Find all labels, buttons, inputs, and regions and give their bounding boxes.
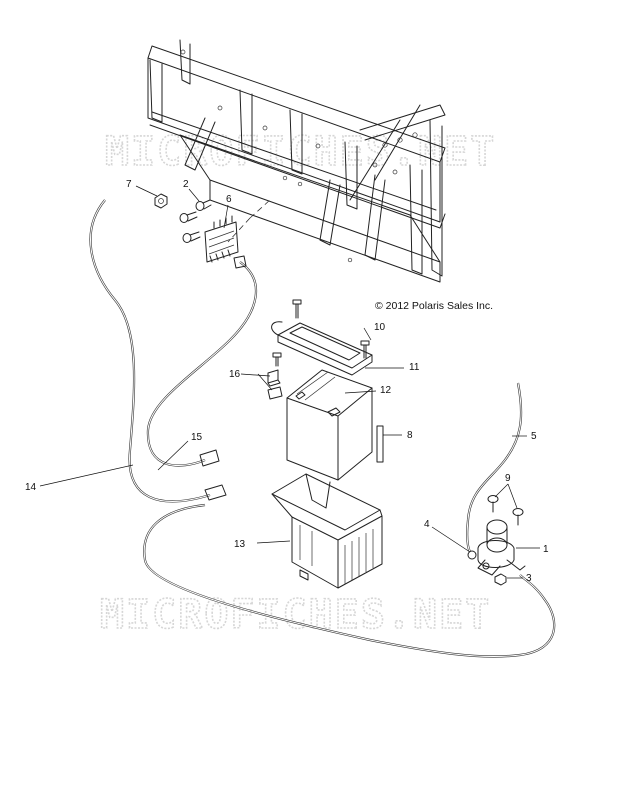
screw-lower <box>182 231 201 243</box>
callout-11: 11 <box>409 362 420 373</box>
callout-2: 2 <box>183 179 189 190</box>
terminal-hardware-16 <box>267 352 283 400</box>
screw-2 <box>195 199 212 211</box>
callout-13: 13 <box>234 539 246 550</box>
solenoid-1 <box>467 519 526 576</box>
battery-cable-14 <box>89 199 227 503</box>
callout-9: 9 <box>505 473 511 484</box>
solenoid-cable-5 <box>466 382 523 553</box>
callout-5: 5 <box>531 431 537 442</box>
callout-1: 1 <box>543 544 549 555</box>
screw-upper <box>179 211 198 223</box>
callout-10: 10 <box>374 322 386 333</box>
callout-14: 14 <box>25 482 37 493</box>
watermark-bottom: MICROFICHES.NET <box>100 592 491 638</box>
callout-6: 6 <box>226 194 232 205</box>
copyright-notice: © 2012 Polaris Sales Inc. <box>375 300 493 312</box>
rod-8 <box>376 425 384 463</box>
callout-12: 12 <box>380 385 392 396</box>
leader-lines <box>39 185 540 579</box>
battery-12 <box>286 369 373 481</box>
bolt-10 <box>360 340 370 359</box>
watermark-top: MICROFICHES.NET <box>105 129 496 175</box>
frame-assembly <box>147 39 446 283</box>
nut-3 <box>494 573 507 586</box>
callout-7: 7 <box>126 179 132 190</box>
callout-4: 4 <box>424 519 430 530</box>
screws-9 <box>487 495 524 526</box>
callout-15: 15 <box>191 432 203 443</box>
mount-guide-line <box>227 199 271 243</box>
battery-box-13 <box>271 473 383 589</box>
bolt-top <box>292 299 302 319</box>
nut-7 <box>154 193 168 209</box>
callout-3: 3 <box>526 573 532 584</box>
callout-16: 16 <box>229 369 241 380</box>
callout-8: 8 <box>407 430 413 441</box>
ground-cable-long <box>143 503 556 658</box>
terminal-block-6 <box>204 215 239 263</box>
hold-down-bracket-10 <box>271 321 373 376</box>
